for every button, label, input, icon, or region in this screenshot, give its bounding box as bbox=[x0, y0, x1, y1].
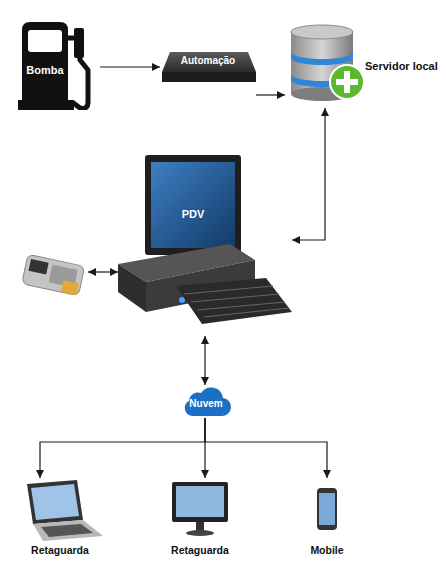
connector-arrow bbox=[40, 418, 205, 478]
smartphone-icon: Mobile bbox=[287, 478, 367, 558]
node-label: Retaguarda bbox=[15, 544, 105, 557]
connector-arrow bbox=[88, 271, 118, 272]
pdv-computer: PDV bbox=[118, 152, 292, 336]
card-terminal-art bbox=[18, 252, 88, 300]
pdv-computer-art bbox=[118, 152, 292, 336]
node-label: Bomba bbox=[18, 64, 72, 77]
node-label: Automação bbox=[160, 55, 256, 67]
node-label: Retaguarda bbox=[155, 544, 245, 557]
desktop-monitor-icon: Retaguarda bbox=[155, 478, 245, 558]
node-label: Mobile bbox=[287, 544, 367, 557]
connector-arrow bbox=[100, 66, 160, 67]
fuel-pump-icon: Bomba bbox=[18, 22, 100, 110]
connector-arrow bbox=[205, 418, 327, 478]
automation-device: Automação bbox=[160, 50, 256, 86]
connector-arrow bbox=[204, 418, 205, 478]
cloud-icon: Nuvem bbox=[180, 385, 232, 418]
connector-arrow bbox=[292, 108, 325, 240]
card-terminal bbox=[18, 252, 88, 300]
laptop-icon: Retaguarda bbox=[15, 478, 105, 558]
node-label: Servidor local bbox=[365, 60, 439, 73]
connector-arrow bbox=[204, 336, 205, 385]
node-label: PDV bbox=[151, 208, 235, 221]
node-label: Nuvem bbox=[180, 398, 232, 410]
database-server-icon: Servidor local bbox=[285, 22, 440, 108]
connector-arrow bbox=[256, 94, 285, 95]
